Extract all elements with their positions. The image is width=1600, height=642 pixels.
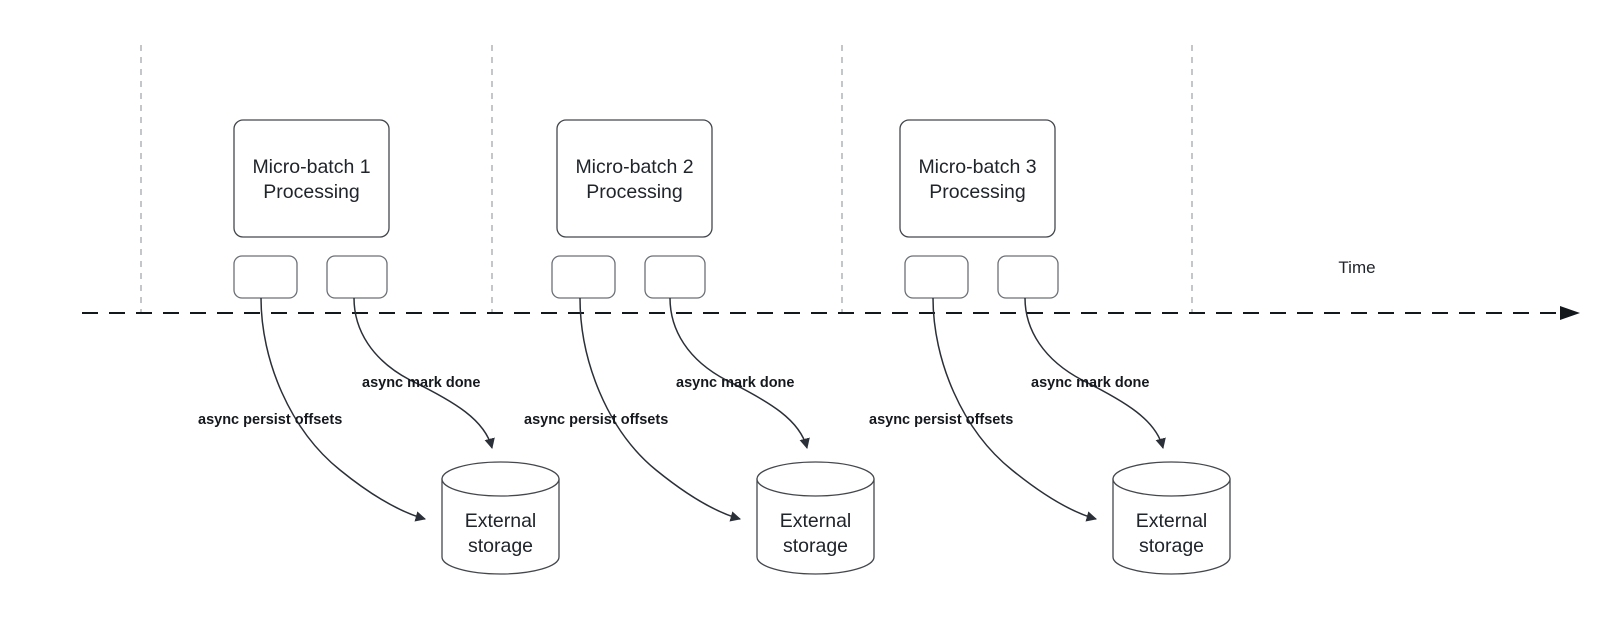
mark-done-edge-1	[353, 297, 495, 450]
time-axis-label: Time	[1338, 258, 1375, 277]
mark-done-task-box-2[interactable]	[644, 255, 706, 299]
external-storage-cylinder-1[interactable]	[441, 461, 560, 575]
persist-task-box-3[interactable]	[904, 255, 969, 299]
mark-done-label-2: async mark done	[676, 375, 794, 391]
micro-batch-box-3[interactable]	[899, 119, 1056, 238]
external-storage-cylinder-3[interactable]	[1112, 461, 1231, 575]
micro-batch-label-2-line2: Processing	[586, 181, 682, 203]
micro-batch-label-3-line1: Micro-batch 3	[918, 156, 1036, 178]
micro-batch-label-1-line1: Micro-batch 1	[252, 156, 370, 178]
micro-batch-group-3: Micro-batch 3 Processing External storag…	[869, 119, 1231, 575]
external-storage-label-3-line1: External	[1136, 510, 1208, 532]
persist-offsets-label-3: async persist offsets	[869, 412, 1013, 428]
persist-offsets-label-1: async persist offsets	[198, 412, 342, 428]
persist-task-box-2[interactable]	[551, 255, 616, 299]
micro-batch-label-3-line2: Processing	[929, 181, 1025, 203]
mark-done-label-1: async mark done	[362, 375, 480, 391]
micro-batch-label-2-line1: Micro-batch 2	[575, 156, 693, 178]
micro-batch-group-2: Micro-batch 2 Processing External storag…	[524, 119, 875, 575]
mark-done-task-box-1[interactable]	[326, 255, 388, 299]
time-axis-arrowhead	[1560, 306, 1580, 320]
external-storage-cylinder-2[interactable]	[756, 461, 875, 575]
mark-done-edge-2	[669, 297, 810, 450]
persist-offsets-edge-1	[260, 297, 427, 522]
micro-batch-box-2[interactable]	[556, 119, 713, 238]
mark-done-task-box-3[interactable]	[997, 255, 1059, 299]
external-storage-label-2-line1: External	[780, 510, 852, 532]
persist-task-box-1[interactable]	[233, 255, 298, 299]
external-storage-label-1-line1: External	[465, 510, 537, 532]
mark-done-edge-3	[1024, 297, 1166, 450]
mark-done-label-3: async mark done	[1031, 375, 1149, 391]
micro-batch-box-1[interactable]	[233, 119, 390, 238]
tick-line-group	[140, 45, 1193, 313]
persist-offsets-edge-3	[932, 297, 1098, 522]
micro-batch-label-1-line2: Processing	[263, 181, 359, 203]
external-storage-label-2-line2: storage	[783, 535, 848, 557]
external-storage-label-1-line2: storage	[468, 535, 533, 557]
persist-offsets-label-2: async persist offsets	[524, 412, 668, 428]
external-storage-label-3-line2: storage	[1139, 535, 1204, 557]
persist-offsets-edge-2	[579, 297, 742, 522]
micro-batch-group-1: Micro-batch 1 Processing External storag…	[198, 119, 560, 575]
